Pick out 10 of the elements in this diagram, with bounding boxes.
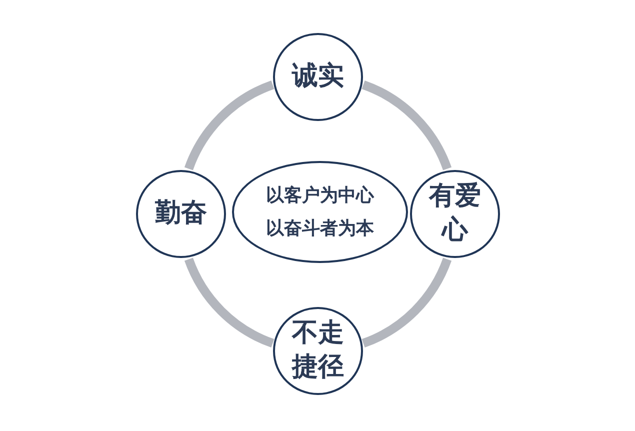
- node-text: 勤奋: [155, 197, 207, 230]
- node-text: 不走捷径: [290, 317, 345, 384]
- node-text: 以奋斗者为本: [266, 217, 374, 240]
- node-text: 有爱心: [428, 180, 482, 247]
- ring-arc: [184, 80, 274, 170]
- ring-arc: [362, 80, 452, 170]
- ring-arc: [362, 258, 452, 348]
- node-text: 以客户为中心: [266, 184, 374, 207]
- ring-arc: [184, 258, 274, 348]
- node-text: 诚实: [292, 60, 344, 94]
